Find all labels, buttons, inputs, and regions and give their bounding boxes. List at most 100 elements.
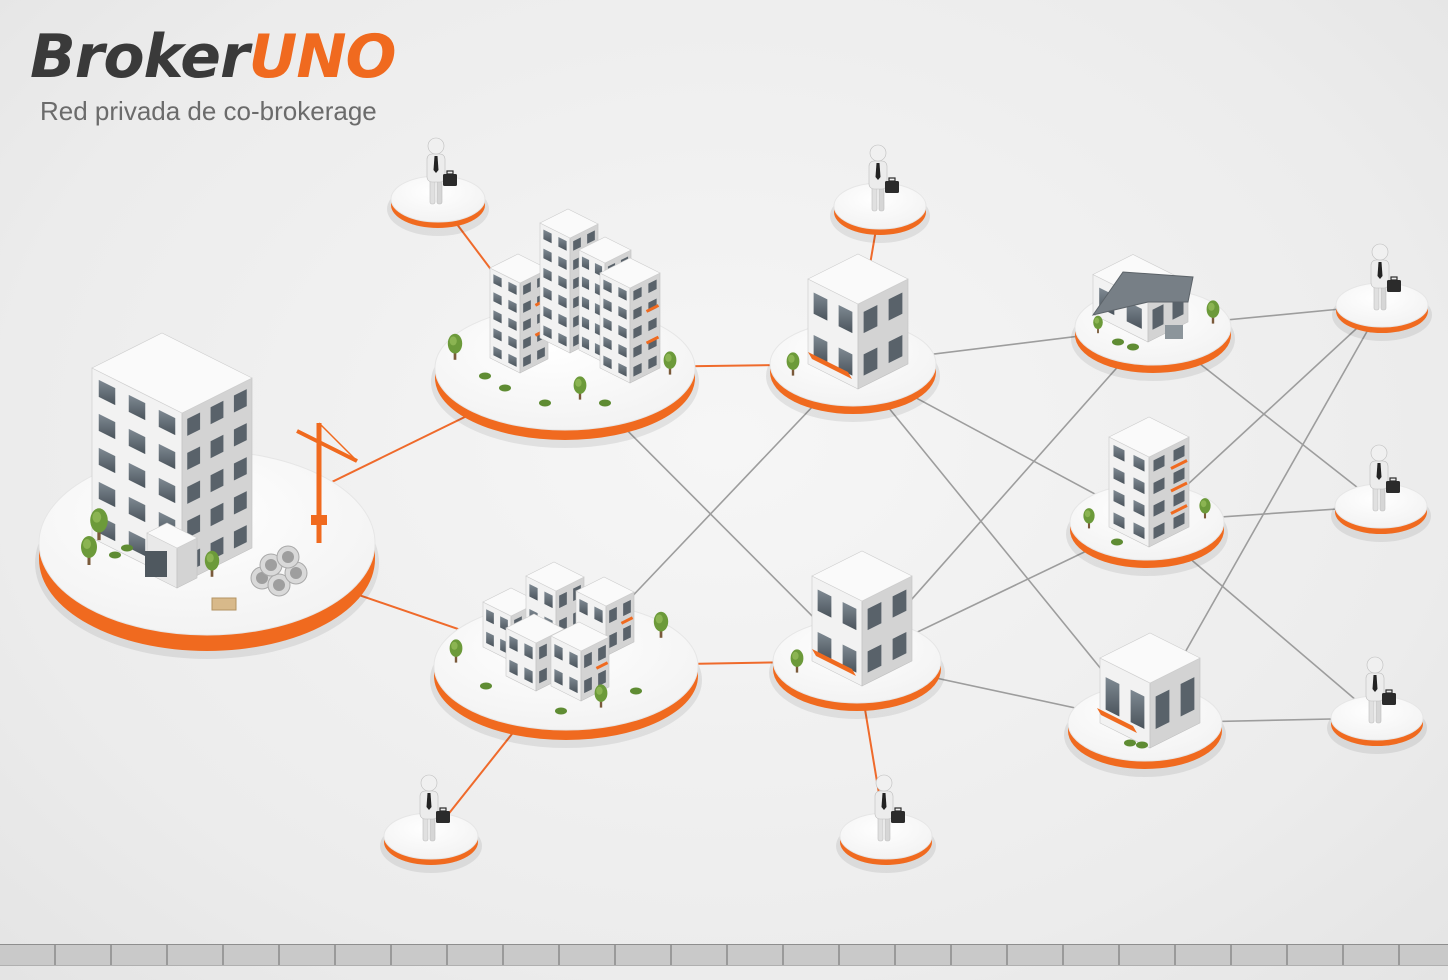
building-window bbox=[1133, 522, 1145, 540]
agent-node bbox=[1327, 656, 1427, 754]
bush bbox=[539, 399, 551, 407]
building-window bbox=[98, 447, 116, 474]
building-window bbox=[493, 328, 502, 342]
building-window bbox=[543, 325, 552, 340]
tree-trunk bbox=[791, 367, 795, 376]
building-window bbox=[888, 292, 903, 321]
bush bbox=[1136, 741, 1148, 749]
tree-trunk bbox=[453, 350, 457, 360]
building-window bbox=[554, 643, 563, 661]
building-window bbox=[581, 316, 590, 331]
building-window bbox=[1113, 489, 1125, 507]
building-window bbox=[158, 477, 176, 504]
bush bbox=[109, 551, 121, 559]
tree-trunk bbox=[210, 567, 214, 577]
tree-trunk bbox=[668, 366, 672, 375]
bush bbox=[480, 682, 492, 690]
tree-trunk bbox=[578, 391, 582, 400]
building-window bbox=[523, 282, 531, 295]
building-window bbox=[558, 313, 567, 328]
building-window bbox=[187, 514, 201, 538]
building-window bbox=[618, 362, 627, 377]
brand-name: BrokerUNO bbox=[30, 22, 450, 92]
building-roof bbox=[539, 208, 599, 239]
shop-node bbox=[1064, 632, 1226, 777]
tree-highlight bbox=[1094, 317, 1100, 324]
tree-trunk bbox=[1203, 511, 1207, 519]
building-window bbox=[603, 355, 612, 370]
building-window bbox=[529, 583, 538, 601]
briefcase-handle bbox=[1385, 689, 1393, 694]
building-roof bbox=[489, 253, 549, 284]
building-roof bbox=[807, 253, 909, 305]
brand-name-part1: Broker bbox=[30, 22, 250, 92]
building-window bbox=[1180, 677, 1195, 717]
building-window bbox=[554, 668, 563, 686]
tree-highlight bbox=[1084, 510, 1091, 518]
building-window bbox=[598, 669, 606, 687]
building-window bbox=[543, 286, 552, 301]
person-tie bbox=[1376, 463, 1382, 480]
balcony-accent bbox=[1170, 481, 1188, 493]
building-window bbox=[813, 292, 828, 321]
apartment-complex-node bbox=[431, 208, 699, 448]
house-roof bbox=[1091, 271, 1194, 316]
building-window bbox=[633, 362, 642, 377]
briefcase-handle bbox=[894, 807, 902, 812]
pipe-hole bbox=[290, 567, 302, 579]
tree-trunk bbox=[1211, 315, 1215, 324]
building-window bbox=[559, 591, 567, 609]
agent-node bbox=[836, 774, 936, 873]
bush bbox=[630, 687, 642, 695]
agent-node bbox=[387, 137, 489, 236]
bottom-ruler-bar bbox=[0, 944, 1448, 966]
building-window bbox=[1152, 304, 1164, 330]
brand-tagline: Red privada de co-brokerage bbox=[40, 96, 377, 126]
briefcase-handle bbox=[888, 177, 896, 182]
building-window bbox=[838, 347, 853, 376]
shop-awning bbox=[812, 649, 856, 676]
building-window bbox=[558, 275, 567, 290]
shop-awning bbox=[1097, 708, 1137, 733]
person-tie bbox=[433, 156, 439, 173]
bush bbox=[1111, 538, 1123, 546]
crane-cable bbox=[318, 422, 358, 462]
building-window bbox=[817, 631, 832, 661]
building-window bbox=[603, 298, 612, 313]
building-window bbox=[573, 237, 581, 251]
briefcase-icon bbox=[443, 174, 457, 186]
bush bbox=[1112, 338, 1124, 346]
house-node bbox=[1071, 254, 1235, 381]
person-leg bbox=[884, 816, 891, 842]
building-window bbox=[867, 601, 882, 631]
building-window bbox=[128, 530, 146, 557]
person-head bbox=[427, 137, 445, 155]
building-window bbox=[863, 304, 878, 334]
building-window bbox=[543, 248, 552, 263]
tree-highlight bbox=[596, 686, 603, 695]
building-roof bbox=[1108, 416, 1190, 458]
briefcase-icon bbox=[891, 811, 905, 823]
building-window bbox=[187, 412, 201, 436]
bush bbox=[479, 372, 491, 380]
building-roof bbox=[578, 236, 632, 264]
building-roof bbox=[1099, 632, 1201, 684]
building-window bbox=[584, 651, 592, 669]
bush bbox=[599, 399, 611, 407]
building-window bbox=[1113, 512, 1125, 530]
building-window bbox=[633, 305, 642, 320]
building-window bbox=[233, 423, 247, 447]
building-roof bbox=[525, 561, 585, 592]
building-window bbox=[1173, 512, 1185, 530]
person-tie bbox=[881, 793, 887, 810]
building-window bbox=[544, 591, 553, 609]
person-leg bbox=[1373, 285, 1380, 311]
tree-highlight bbox=[665, 353, 672, 362]
building-window bbox=[524, 643, 533, 660]
tree-trunk bbox=[454, 654, 458, 663]
construction-crane-icon bbox=[296, 422, 358, 543]
person-leg bbox=[429, 816, 436, 842]
briefcase-handle bbox=[1389, 477, 1397, 482]
building-window bbox=[543, 229, 552, 244]
building-window bbox=[892, 589, 907, 618]
